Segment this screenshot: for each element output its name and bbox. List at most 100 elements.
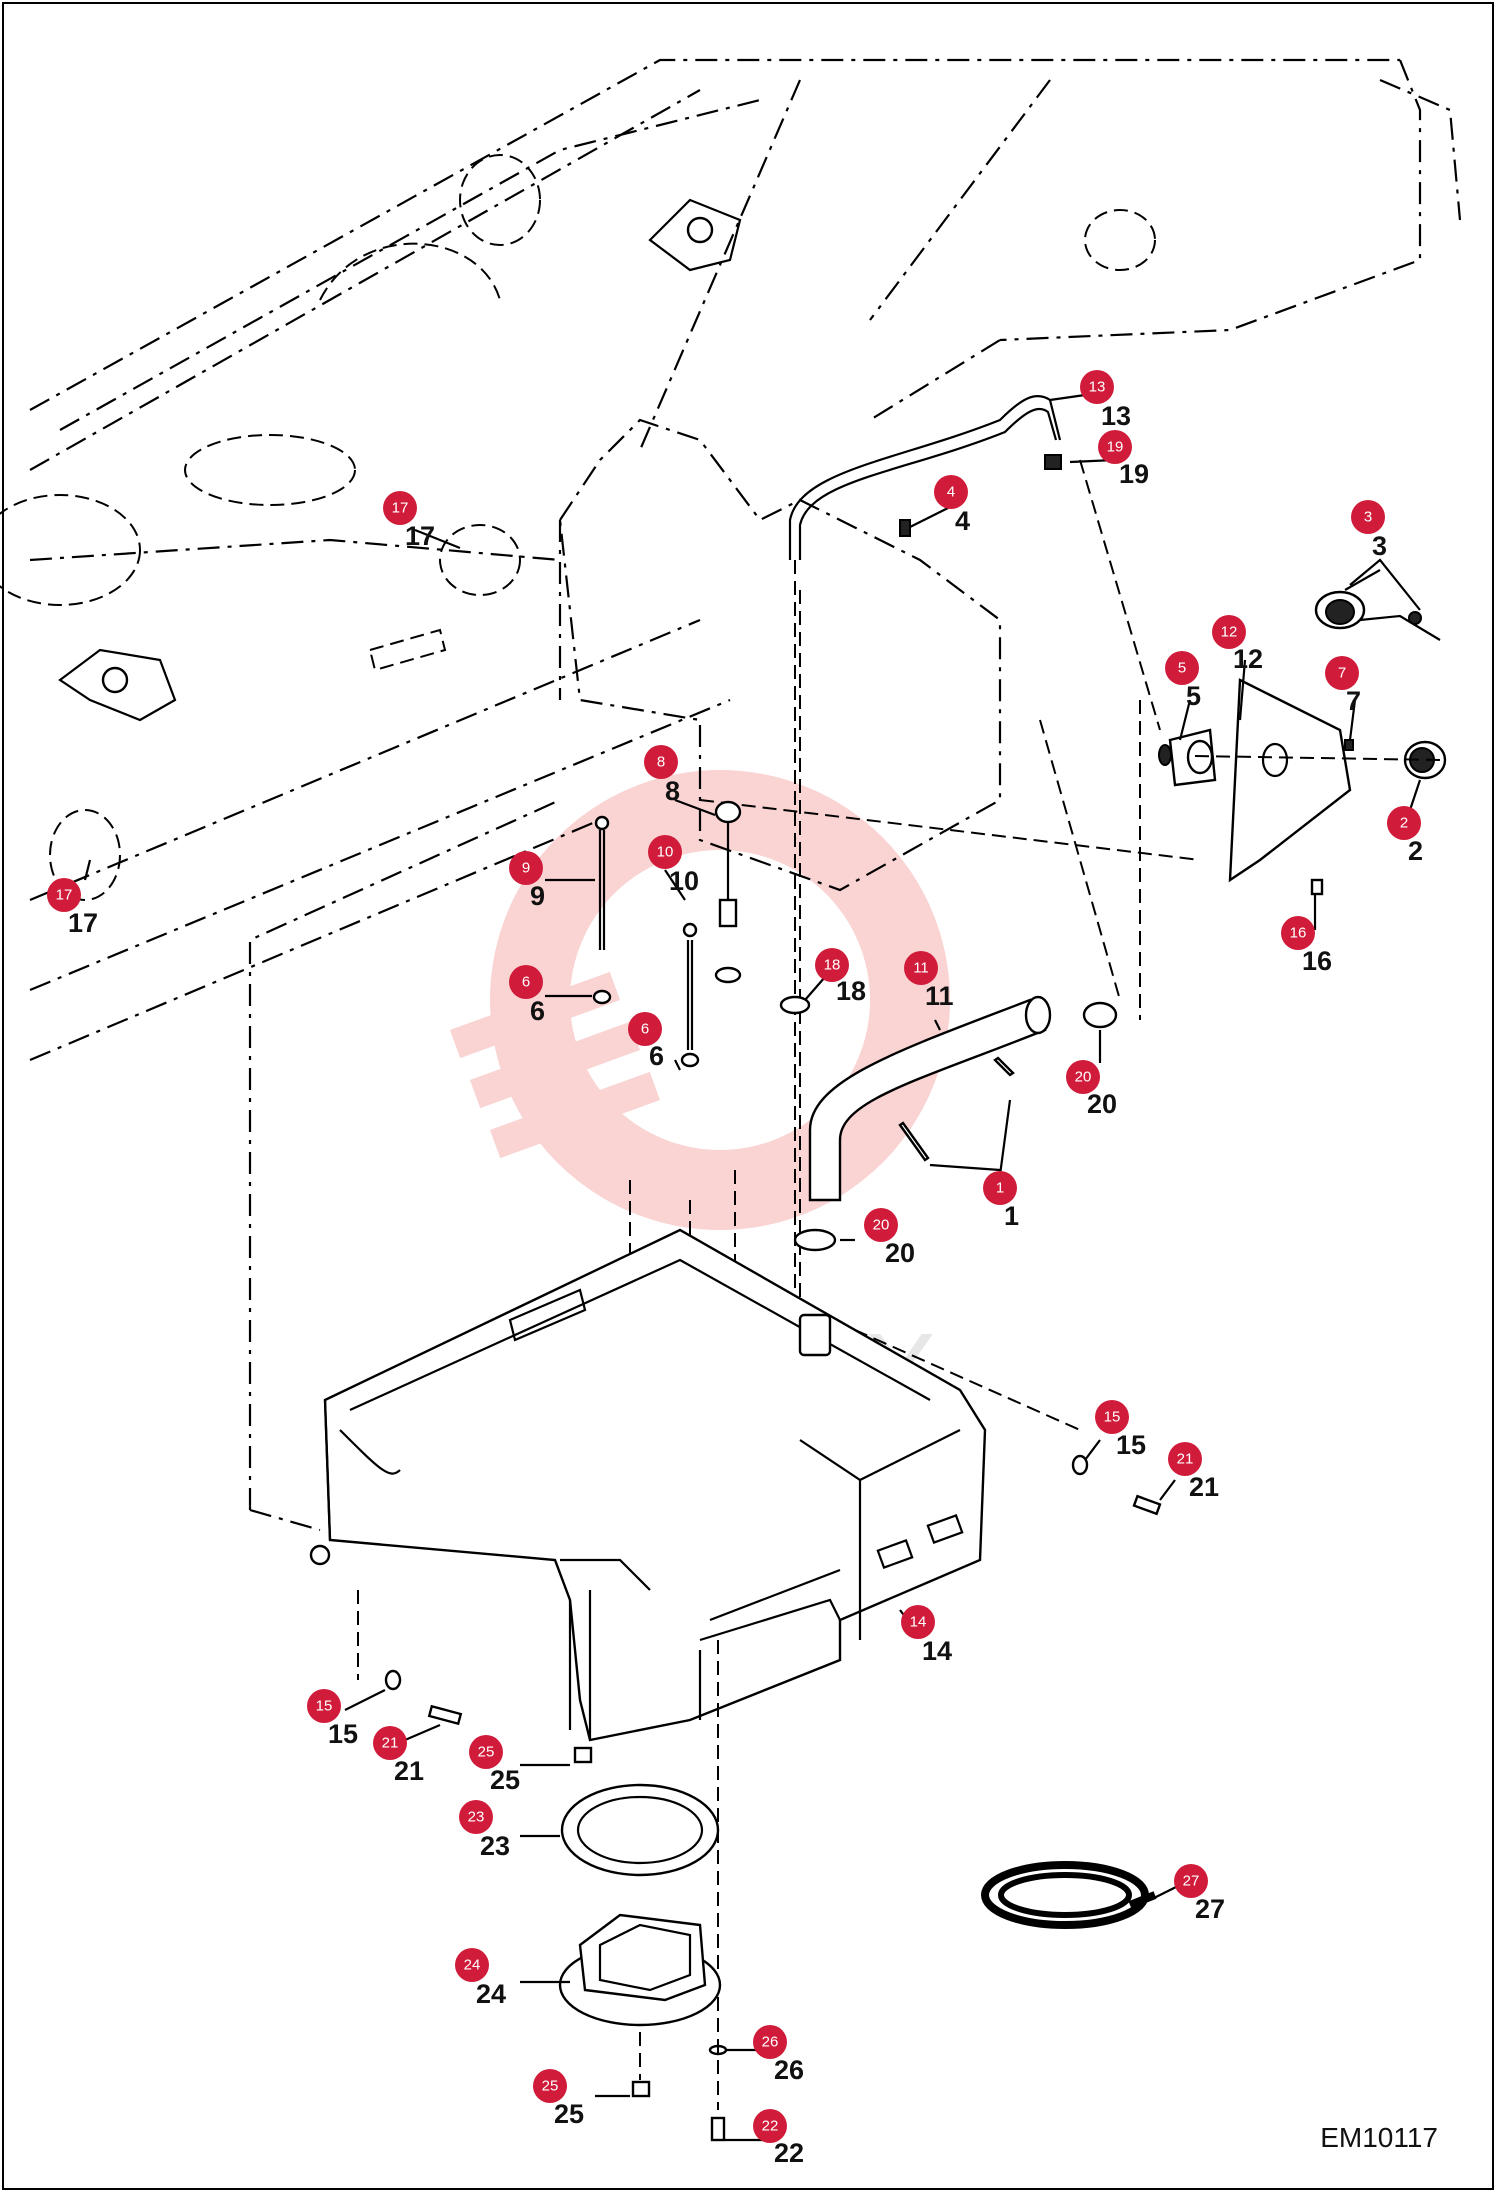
callout-badge [533,2069,567,2103]
sender-icon [714,800,742,824]
vent-hose [788,395,1062,560]
callout-badge-label: 20 [873,1217,890,1234]
callout-badge-label: 19 [1107,439,1124,456]
callout-badge [1212,615,1246,649]
callout-badge [753,2025,787,2059]
callout-badge-label: 6 [641,1021,649,1038]
clamp-icon [779,995,811,1015]
callout-badge-label: 17 [392,500,409,517]
callout-number: 20 [885,1238,915,1268]
callout-badge-label: 21 [1177,1451,1194,1468]
callout-badge-label: 12 [1221,624,1238,641]
vent-hose-edge [798,407,1058,560]
callout-badge [509,851,543,885]
callout-badge-label: 17 [56,887,73,904]
callout-badge [753,2109,787,2143]
callout-number: 10 [669,866,699,896]
callout-number: 22 [774,2138,804,2168]
callout-badge-label: 1 [996,1180,1004,1197]
callout-badge [1387,806,1421,840]
callout-badge-label: 18 [824,957,841,974]
callout-badge [1165,651,1199,685]
callout-c3: 33 [1351,500,1387,561]
callout-number: 20 [1087,1089,1117,1119]
callout-number: 2 [1408,836,1423,866]
screw-icon [1344,739,1354,751]
callout-badge-label: 4 [947,484,955,501]
callout-number: 6 [530,996,545,1026]
callout-badge [904,951,938,985]
callout-badge-label: 3 [1364,509,1372,526]
callout-number: 27 [1195,1894,1225,1924]
callout-number: 3 [1372,531,1387,561]
callout-badge-label: 2 [1400,815,1408,832]
callout-number: 24 [476,1979,506,2009]
hose-coil [981,1861,1157,1929]
callout-badge [983,1171,1017,1205]
callout-badge-label: 21 [382,1735,399,1752]
callout-badge [628,1012,662,1046]
callout-c6a: 66 [509,965,545,1026]
callout-badge [901,1605,935,1639]
callout-c6b: 66 [628,1012,664,1071]
bolt-icon [710,2116,726,2142]
washer-icon [1071,1454,1089,1476]
clamp-icon [1082,1001,1118,1029]
callout-badge [644,745,678,779]
callout-number: 17 [68,908,98,938]
callout-c4: 44 [934,475,970,536]
callout-badge [469,1735,503,1769]
callout-number: 9 [530,881,545,911]
callout-badge-label: 7 [1338,665,1346,682]
callout-badge-label: 15 [1104,1409,1121,1426]
callout-badge [1174,1864,1208,1898]
callout-badge [1098,430,1132,464]
callout-number: 11 [925,981,954,1011]
callout-number: 15 [1116,1430,1146,1460]
callout-badge-label: 13 [1089,379,1106,396]
callout-number: 6 [649,1041,664,1071]
callout-badge [815,948,849,982]
callout-number: 19 [1119,459,1149,489]
callout-number: 25 [554,2099,584,2129]
machine-frame [0,58,1462,1062]
callout-badge-label: 24 [464,1957,481,1974]
callout-badge [509,965,543,999]
callout-badge [1281,916,1315,950]
callout-number: 12 [1233,644,1263,674]
callout-badge-label: 11 [913,960,929,977]
callout-badge-label: 14 [910,1614,927,1631]
callout-badge [864,1208,898,1242]
callout-number: 14 [922,1636,952,1666]
clip-icon [899,519,911,537]
callout-badge [373,1726,407,1760]
callout-badge-label: 23 [468,1809,485,1826]
callout-number: 25 [490,1765,520,1795]
callout-number: 17 [405,521,435,551]
washer-icon [384,1669,402,1691]
callout-number: 15 [328,1719,358,1749]
callout-badge-label: 25 [478,1744,495,1761]
grommet-icon [592,989,612,1005]
clamp-icon [1044,454,1062,470]
callout-number: 8 [665,776,680,806]
nut-icon [573,1746,593,1764]
callout-number: 26 [774,2055,804,2085]
cable-tie-icon [898,1121,930,1162]
